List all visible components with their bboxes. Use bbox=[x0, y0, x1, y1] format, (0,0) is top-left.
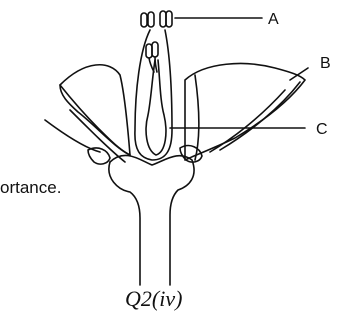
label-b: B bbox=[320, 55, 331, 72]
right-petal bbox=[180, 64, 305, 163]
central-tube bbox=[135, 30, 172, 160]
label-c: C bbox=[316, 121, 328, 138]
left-petal bbox=[45, 65, 130, 164]
receptacle-and-stalk bbox=[109, 155, 194, 285]
cutoff-text-fragment: ortance. bbox=[0, 178, 61, 197]
figure-caption: Q2(iv) bbox=[125, 286, 182, 311]
label-a: A bbox=[268, 11, 279, 28]
